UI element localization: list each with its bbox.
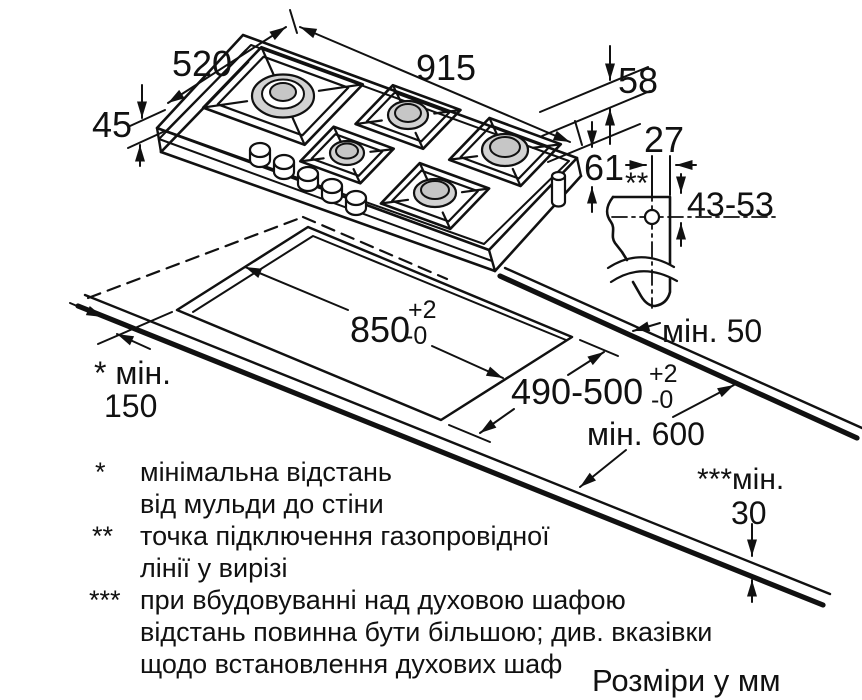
cutout-depth-label: 490-500 [511,371,643,412]
dim-line-915 [299,26,571,143]
gas-pipe-body [550,174,567,208]
burner-cap [420,180,450,200]
gas-pipe-top [550,170,567,182]
worktop-and-wall [75,215,862,608]
burner-cap [394,103,422,123]
control-knobs [248,141,368,217]
ext-line-58-bottom [541,90,651,137]
arrow-min600-up [672,384,735,418]
dim-line-850-b [431,345,504,379]
detail-left-wavy-edge [605,195,629,262]
pan-support-fingers [450,118,560,186]
pan-support-outer [379,161,491,231]
cutout-depth-tol-minus: -0 [651,386,673,414]
ext-line-min150 [97,311,173,345]
cutout-width-tol-minus: -0 [405,322,427,350]
wall-base-line-thick [497,273,860,441]
footnote-line: при вбудовуванні над духовою шафою [140,585,626,615]
min-left-label: * мін. [94,355,171,391]
knob-top [344,189,368,207]
footnote-line: лінії у вирізі [140,553,288,583]
footnote-marker-1: * [95,457,106,487]
pan-support-inner [391,169,479,223]
worktop-front-edge-thick [75,303,826,608]
footnote-line: відстань повинна бути більшою; див. вказ… [140,617,712,647]
burner-back-right [447,116,563,188]
hob-right-bottom-edge [493,174,583,273]
min-oven-label: ***мін. [697,463,784,496]
wall-base-line-thin [503,266,862,430]
ext-tick-45-bottom [127,131,164,149]
arrow-min600-down [579,449,627,488]
gas-inlet-pipe [550,170,567,208]
gas-connection-point [643,208,661,226]
ext-line-490-bottom [448,424,491,443]
detail-break-arc-2 [609,270,679,284]
arrow-min150-left [69,302,104,318]
pan-support-fingers [382,163,488,229]
ext-line-490-top [579,339,619,357]
footnote-line: точка підключення газопровідної [140,521,550,551]
knob-top [272,153,296,171]
wall-line-left-dashed [86,215,305,300]
ext-tick-back-right [574,120,583,146]
dim-depth-label: 520 [172,43,232,84]
ext-tick-back-left [289,9,298,34]
knob-top [320,177,344,195]
worktop-front-edge-thin [83,293,832,596]
cutout-width-label: 850 [350,309,410,350]
min-right-label: мін. 50 [662,313,762,349]
dim-arrow-490-bottom [479,408,515,434]
arrow-min50 [632,321,661,332]
dim-arrow-490-top [567,351,605,376]
dimension-lines [69,9,757,603]
burner-cap [489,136,521,158]
units-note: Розміри у мм [592,663,781,698]
min-front-label: мін. 600 [587,416,705,452]
footnote-marker-3: *** [89,585,121,615]
burner-front-middle [299,125,395,185]
dimension-labels: 520 915 45 58 61 27 ** 43-53 850 +2 -0 4… [92,43,784,531]
ext-tick-45-top [129,109,166,127]
arrow-min150-right [116,333,151,350]
burner-front-right [379,161,491,231]
hob-back-right-corner-edge [575,156,583,178]
cutout-depth-tol-plus: +2 [649,360,678,388]
dim-height-below-label: 58 [618,60,658,101]
footnote-line: щодо встановлення духових шаф [140,649,562,679]
footnote-line: від мульди до стіни [140,489,384,519]
dim-line-850-a [244,266,349,311]
gas-connection-detail [605,185,780,309]
detail-top-right-edge [611,195,672,266]
dim-width-label: 915 [416,47,476,88]
cutout-outline [175,225,574,422]
cutout-width-tol-plus: +2 [408,296,437,324]
cutout-inner-edge [192,235,567,341]
burner-cap [335,142,359,160]
min-left-value: 150 [104,388,157,424]
footnotes: * мінімальна відстань від мульди до стін… [89,457,712,679]
detail-break-arc-1 [606,256,676,270]
hob-front-bottom-edge [159,150,497,273]
detail-bottom-edge [631,276,672,308]
footnote-marker-2: ** [92,521,114,551]
min-oven-value: 30 [731,495,767,531]
wok-burner-cap [269,82,297,102]
dim-gas-offset-y-label: 43-53 [687,186,774,224]
dim-gas-offset-x-label: 27 [644,119,684,160]
knob-top [248,141,272,159]
dim-line-520 [167,26,287,104]
pan-support-fingers [301,127,393,184]
footnote-line: мінімальна відстань [140,457,392,487]
dim-height-above-label: 45 [92,104,132,145]
ext-line-58-top [539,66,649,113]
knob-top [296,165,320,183]
gas-point-marker: ** [625,167,649,200]
wall-line-back-dashed [301,215,449,281]
dim-height-total-label: 61 [584,147,624,188]
